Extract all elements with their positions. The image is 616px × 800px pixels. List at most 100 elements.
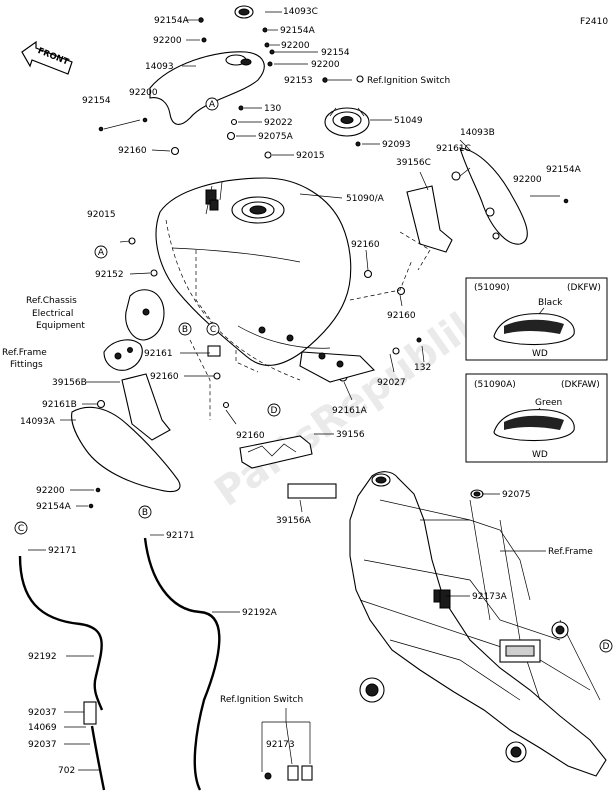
label-92154-1: 92154	[321, 48, 350, 58]
label-51090a: 51090/A	[346, 194, 385, 204]
label-92154a-2: 92154A	[280, 26, 316, 36]
label-14093b: 14093B	[460, 128, 495, 138]
label-92037-1: 92037	[28, 708, 57, 718]
label-92200-1: 92200	[153, 36, 182, 46]
inset2-code: WD	[532, 450, 548, 460]
label-92154a-4: 92154A	[36, 502, 72, 512]
bracket-ref-chassis	[125, 289, 165, 341]
svg-text:C: C	[18, 524, 24, 534]
grommet-14093c	[234, 5, 254, 19]
label-92160-3: 92160	[387, 311, 416, 321]
label-92161: 92161	[144, 349, 173, 359]
bracket-ref-frame-fittings	[103, 339, 143, 371]
label-92160-2: 92160	[351, 240, 380, 250]
label-92093: 92093	[382, 140, 411, 150]
svg-text:D: D	[271, 406, 278, 416]
label-92015-2: 92015	[87, 210, 116, 220]
inset-green-tank: (51090A) (DKFAW) Green WD	[465, 373, 608, 463]
inset2-color: Green	[535, 398, 562, 408]
pad-39156a	[287, 483, 337, 499]
label-14093: 14093	[145, 62, 174, 72]
frame	[349, 471, 607, 777]
label-92160-5: 92160	[236, 431, 265, 441]
label-92153: 92153	[284, 76, 313, 86]
inset-black-tank: (51090) (DKFW) Black WD	[465, 277, 608, 361]
pad-39156	[239, 435, 313, 469]
label-92160-4: 92160	[150, 372, 179, 382]
inset2-part: (51090A)	[474, 380, 516, 390]
label-14069: 14069	[28, 723, 57, 733]
inset1-part: (51090)	[474, 283, 510, 293]
label-92173: 92173	[266, 740, 295, 750]
label-92027: 92027	[377, 378, 406, 388]
side-cover-14093b	[459, 147, 528, 245]
inset1-code: WD	[532, 349, 548, 359]
label-39156a: 39156A	[276, 516, 312, 526]
clip-92173a	[433, 589, 441, 603]
label-92192a: 92192A	[242, 608, 278, 618]
label-92075: 92075	[502, 490, 531, 500]
label-702: 702	[58, 766, 75, 776]
top-cover-14093	[149, 51, 265, 125]
front-arrow-icon: FRONT	[21, 40, 73, 75]
label-92171-1: 92171	[48, 546, 77, 556]
label-92154-2: 92154	[82, 96, 111, 106]
label-92192: 92192	[28, 652, 57, 662]
label-92200-6: 92200	[36, 486, 65, 496]
callout-d-1: D	[267, 403, 281, 417]
figure-code: F2410	[580, 17, 608, 27]
bumper-92161	[207, 345, 221, 357]
label-92200-2: 92200	[281, 41, 310, 51]
label-92160-1: 92160	[118, 146, 147, 156]
inset1-variant: (DKFW)	[567, 283, 601, 293]
label-51049: 51049	[394, 116, 423, 126]
hose-92192a	[143, 537, 221, 791]
label-92154a-1: 92154A	[154, 16, 190, 26]
label-130: 130	[264, 104, 281, 114]
callout-d-2: D	[599, 639, 613, 653]
label-ref-ignition-1: Ref.Ignition Switch	[367, 76, 450, 86]
label-ref-frame-fittings-1: Ref.Frame	[2, 348, 47, 358]
label-14093c: 14093C	[283, 7, 318, 17]
label-92022: 92022	[264, 118, 293, 128]
callout-a-2: A	[94, 245, 108, 259]
label-92075a: 92075A	[258, 132, 294, 142]
side-cover-14093a	[71, 406, 181, 493]
label-92161c: 92161C	[436, 144, 471, 154]
label-92152: 92152	[95, 270, 124, 280]
label-92154a-3: 92154A	[546, 165, 582, 175]
label-132: 132	[414, 363, 431, 373]
hose-92192	[18, 555, 106, 791]
inset1-color: Black	[538, 298, 563, 308]
svg-text:B: B	[142, 508, 148, 518]
clip-92173	[264, 765, 313, 781]
label-92015-1: 92015	[296, 151, 325, 161]
pad-39156c	[406, 185, 453, 253]
label-92171-2: 92171	[166, 531, 195, 541]
label-92200-4: 92200	[129, 88, 158, 98]
label-ref-chassis-1: Ref.Chassis	[26, 296, 77, 306]
svg-text:A: A	[209, 100, 216, 110]
label-14093a: 14093A	[20, 417, 56, 427]
callout-c-2: C	[14, 521, 28, 535]
label-92200-5: 92200	[513, 175, 542, 185]
label-92173a: 92173A	[472, 592, 508, 602]
callout-b-2: B	[138, 505, 152, 519]
label-39156c: 39156C	[396, 158, 431, 168]
label-39156b: 39156B	[52, 378, 87, 388]
label-92161a: 92161A	[332, 406, 368, 416]
label-ref-chassis-3: Equipment	[36, 321, 85, 331]
label-ref-ignition-2: Ref.Ignition Switch	[220, 695, 303, 705]
label-39156: 39156	[336, 430, 365, 440]
label-92200-3: 92200	[311, 60, 340, 70]
svg-text:D: D	[603, 642, 610, 652]
svg-text:A: A	[98, 248, 105, 258]
routing-lines	[165, 219, 431, 420]
label-ref-chassis-2: Electrical	[32, 309, 73, 319]
svg-text:C: C	[210, 325, 216, 335]
callout-c-1: C	[206, 322, 220, 336]
callout-b-1: B	[178, 322, 192, 336]
fuel-cap-51049	[324, 107, 370, 137]
svg-text:B: B	[182, 325, 188, 335]
